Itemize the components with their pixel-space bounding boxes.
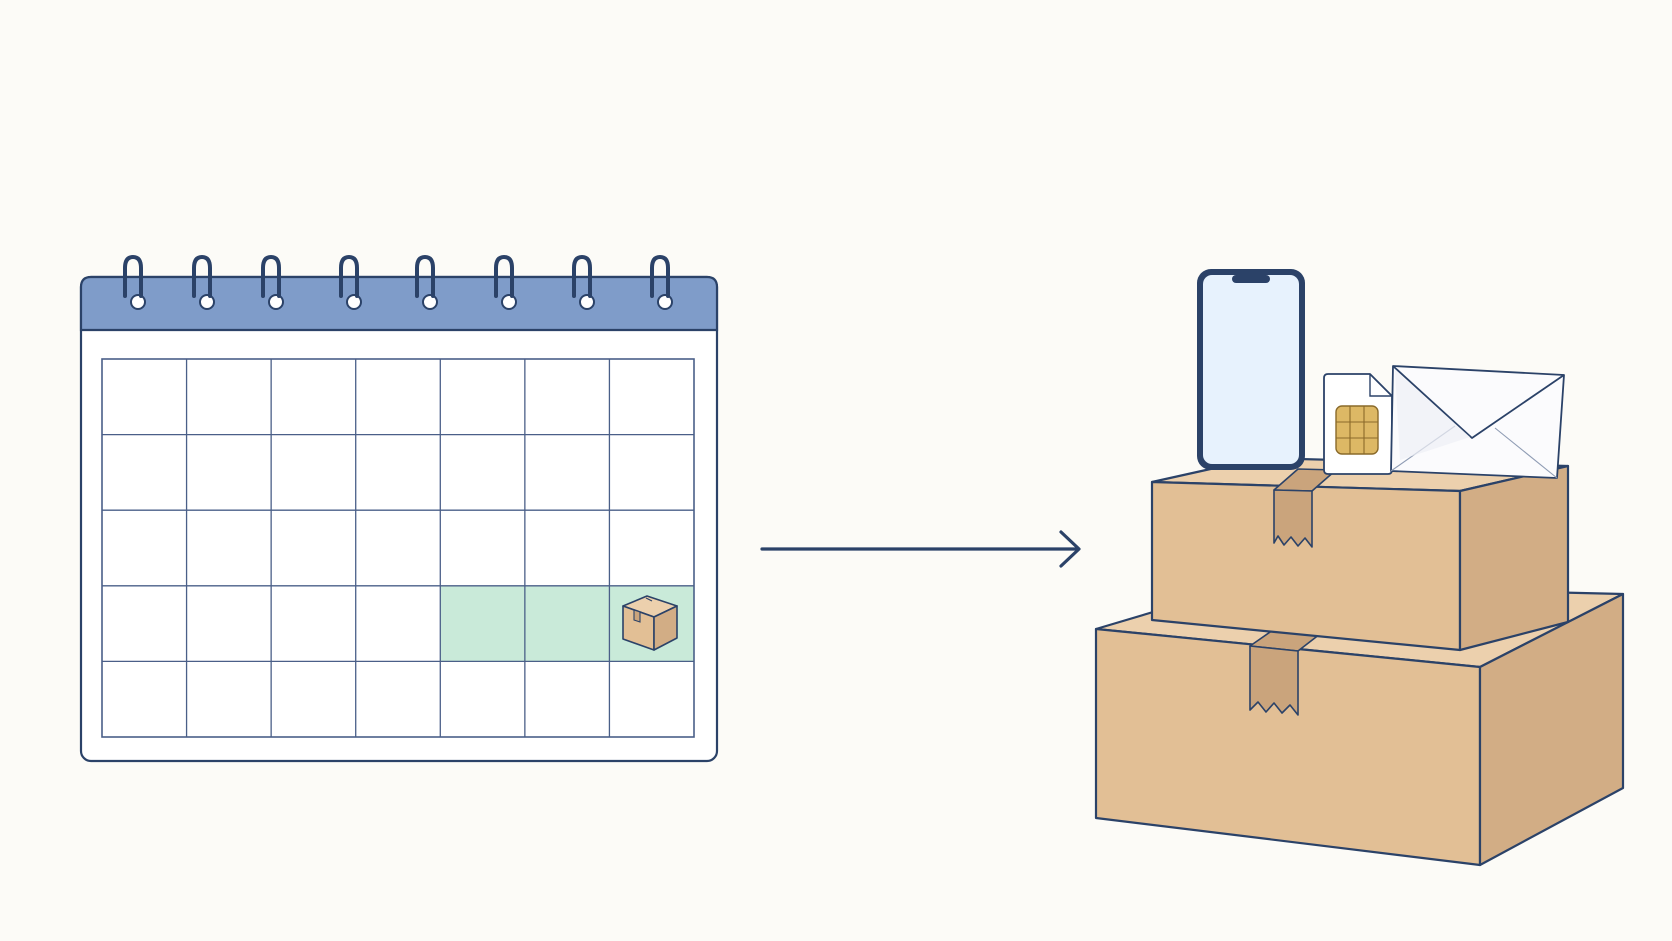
calendar-page [79, 275, 719, 763]
spiral-ring-icon [650, 254, 673, 310]
cardboard-box-icon [1150, 456, 1570, 652]
calendar-grid [101, 358, 695, 738]
ring-hole [501, 294, 517, 310]
spiral-ring-icon [415, 254, 438, 310]
ring-wire [339, 254, 359, 298]
ring-wire [494, 254, 514, 298]
small-package-icon [622, 595, 678, 651]
calendar-icon [79, 254, 719, 763]
ring-hole [579, 294, 595, 310]
ring-wire [261, 254, 281, 298]
spiral-ring-icon [261, 254, 284, 310]
highlighted-day-cell [524, 585, 610, 662]
ring-hole [130, 294, 146, 310]
sim-card-icon [1323, 373, 1393, 475]
spiral-ring-icon [572, 254, 595, 310]
spiral-ring-icon [494, 254, 517, 310]
ring-hole [657, 294, 673, 310]
calendar-header [79, 275, 719, 332]
spiral-ring-icon [339, 254, 362, 310]
ring-wire [123, 254, 143, 298]
calendar-grid-border [101, 358, 695, 738]
calendar-highlights [440, 585, 694, 662]
calendar-rings [123, 254, 673, 310]
smartphone-icon [1197, 269, 1305, 470]
ring-hole [346, 294, 362, 310]
spiral-ring-icon [192, 254, 215, 310]
ring-wire [650, 254, 670, 298]
ring-hole [268, 294, 284, 310]
spiral-ring-icon [123, 254, 146, 310]
ring-wire [572, 254, 592, 298]
ring-hole [199, 294, 215, 310]
highlighted-day-cell [440, 585, 525, 662]
ring-hole [422, 294, 438, 310]
arrow-right-icon [760, 530, 1081, 568]
envelope-icon [1390, 365, 1565, 479]
ring-wire [192, 254, 212, 298]
ring-wire [415, 254, 435, 298]
